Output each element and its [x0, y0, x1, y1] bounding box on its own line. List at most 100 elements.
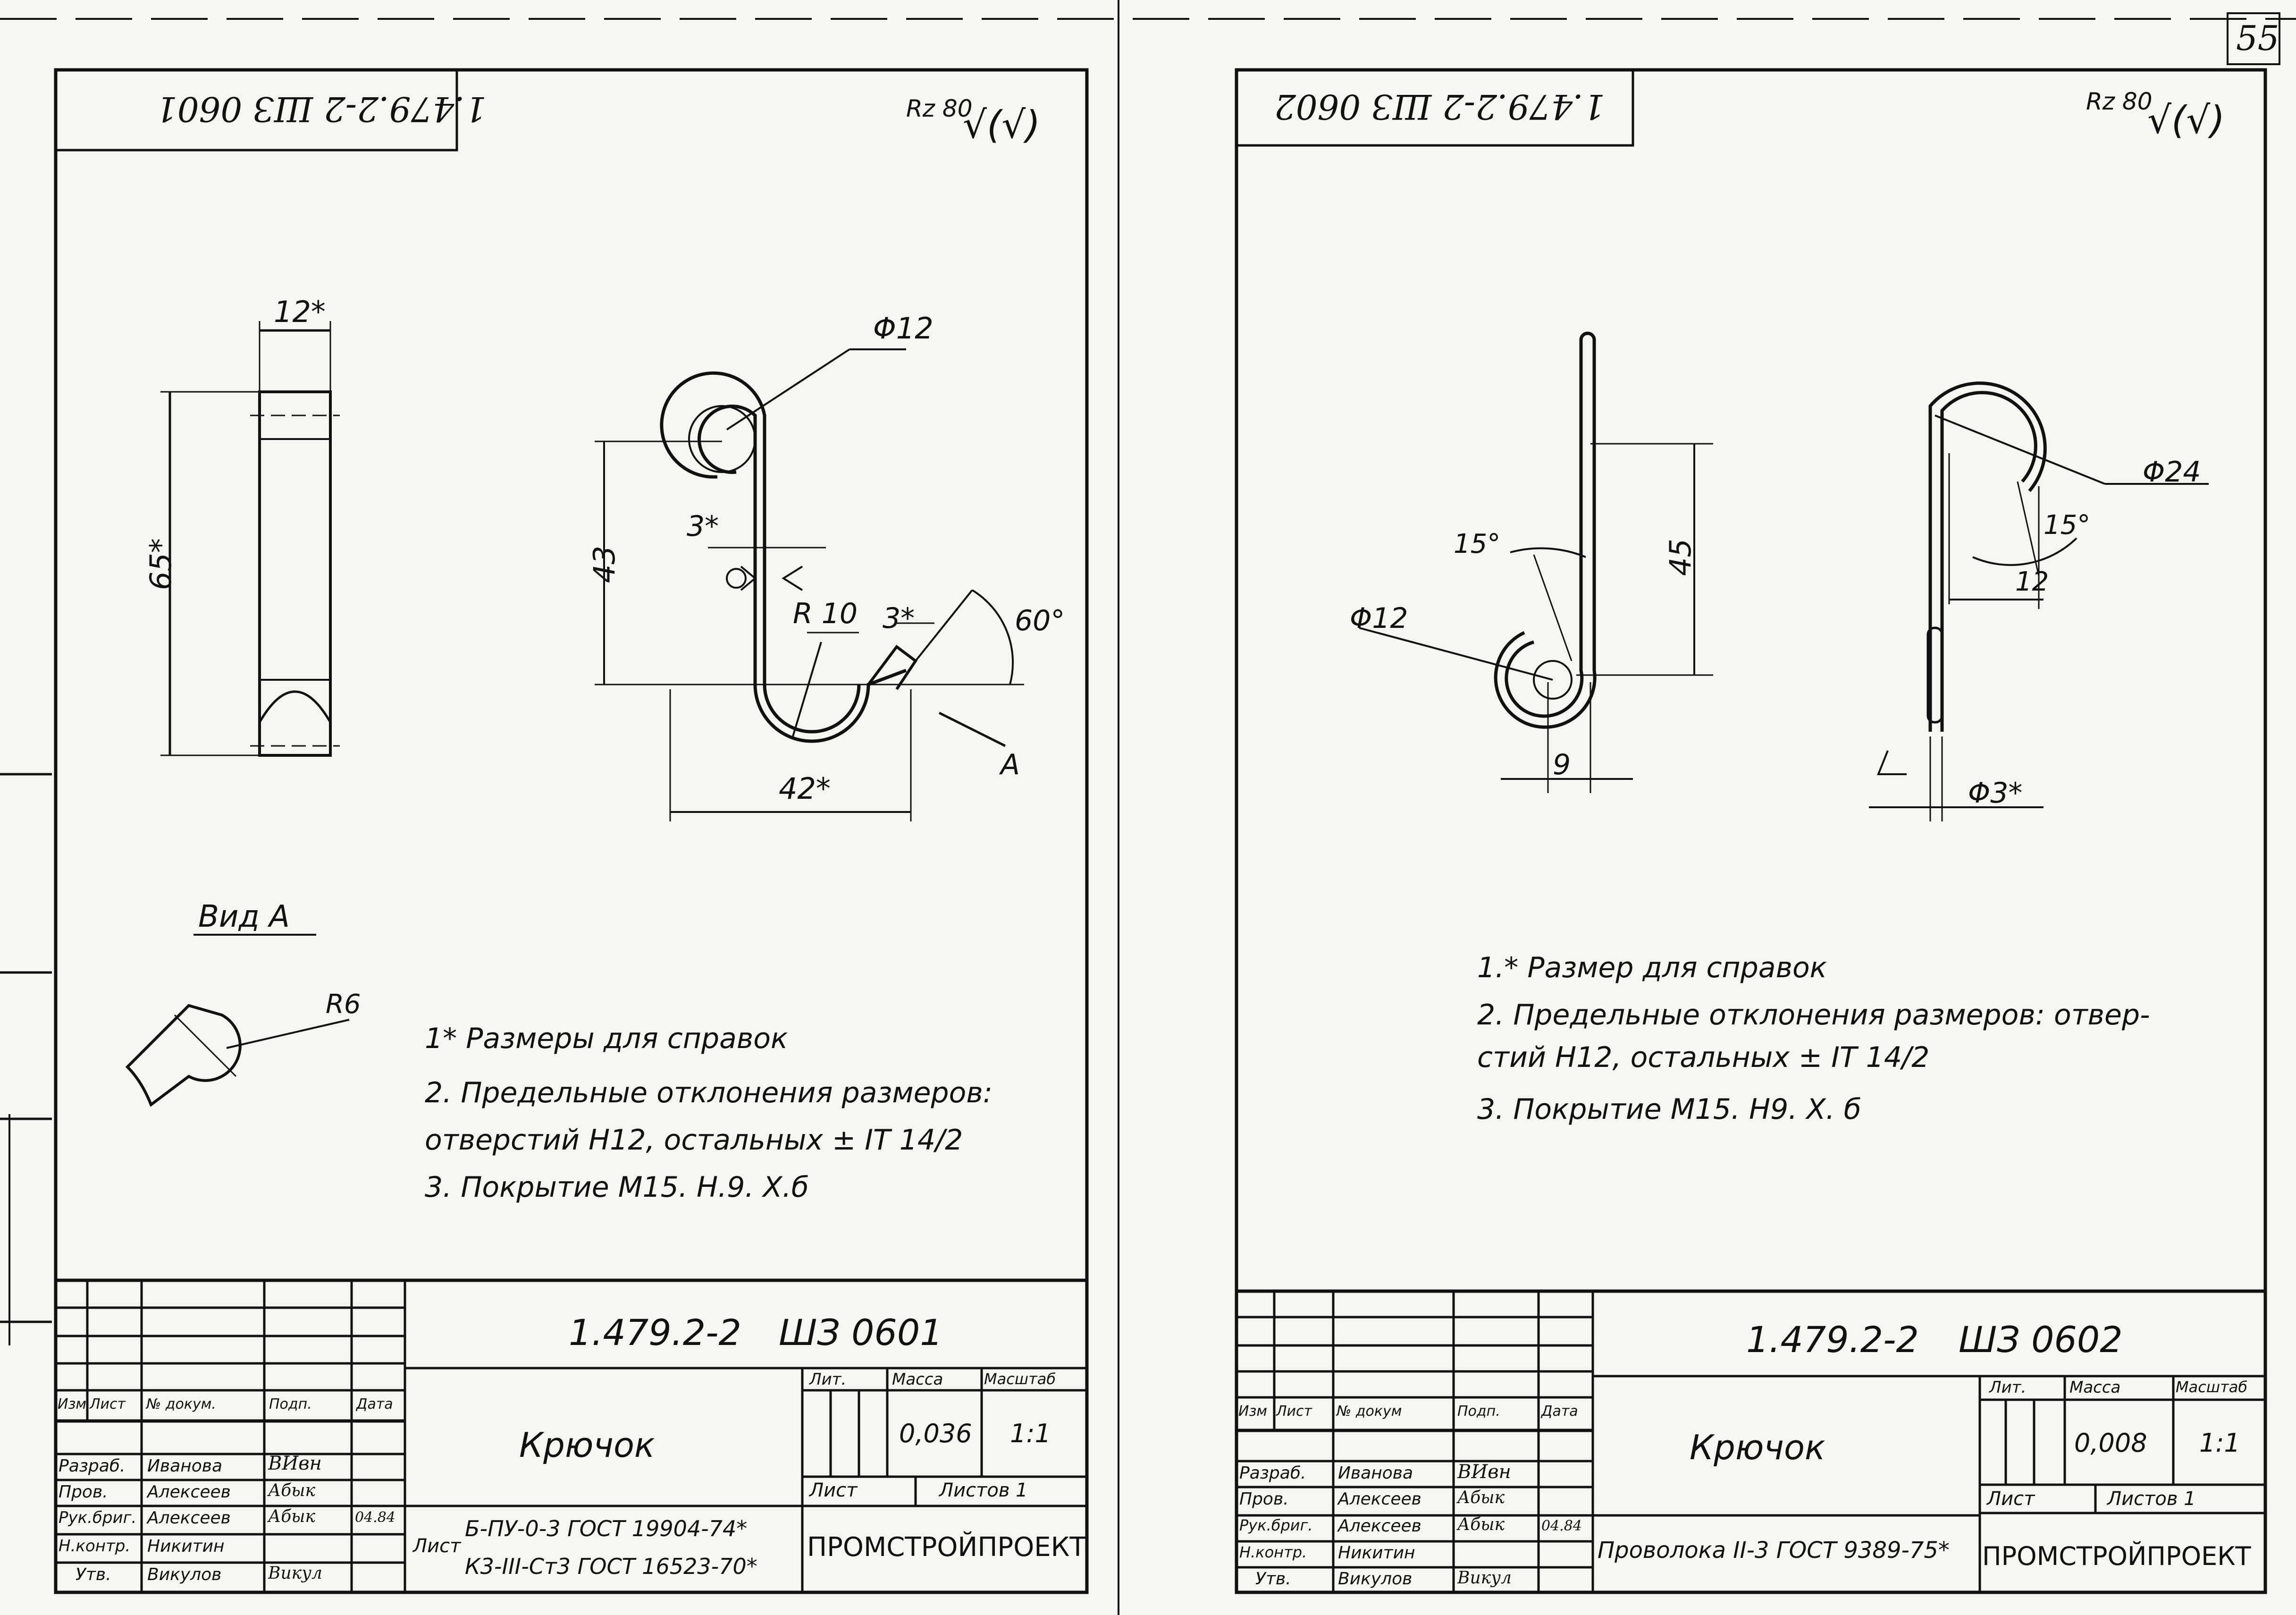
sheet1-signature-2: Абык: [268, 1481, 316, 1500]
sheet2-note-4: 3. Покрытие М15. Н9. Х. б: [1477, 1093, 1861, 1126]
sheet1-role-1: Разраб.: [59, 1456, 126, 1476]
dim-angle: 60°: [1015, 604, 1065, 637]
dim-big-hole: Φ24: [2143, 456, 2201, 489]
page-number: 55: [2236, 18, 2279, 58]
sheet2-name-3: Алексеев: [1338, 1516, 1421, 1536]
dim-big-angle: 15°: [2044, 510, 2091, 541]
sheet1-date: 04.84: [355, 1509, 395, 1526]
sheet2-signature-5: Викул: [1457, 1568, 1512, 1588]
dim-small-angle: 15°: [1454, 529, 1501, 559]
strip-side-view: [258, 390, 332, 757]
sheet1-name-3: Алексеев: [147, 1508, 231, 1528]
sheet1-scale-label: Масштаб: [984, 1370, 1056, 1388]
sheet1-signature-5: Викул: [268, 1564, 322, 1583]
sheet1-lit-label: Лит.: [809, 1370, 847, 1389]
sheet1-col-list: Лист: [90, 1396, 126, 1412]
wire-hook-small: [1494, 331, 1597, 729]
sheet2-col-date: Дата: [1541, 1403, 1578, 1420]
dim-length: 65*: [143, 538, 178, 590]
sheet1-sheet-code: ШЗ 0601: [779, 1311, 943, 1353]
sheet2-lit-label: Лит.: [1989, 1378, 2027, 1397]
sheet2-col-doc: № докум: [1337, 1403, 1402, 1420]
sheet1-note-4: 3. Покрытие М15. Н.9. Х.б: [425, 1171, 809, 1204]
sheet1-part-title: Крючок: [519, 1425, 655, 1465]
sheet2-material: Проволока II-3 ГОСТ 9389-75*: [1598, 1537, 1950, 1564]
sheet1-title-block: [54, 1278, 1089, 1594]
sheet1-role-2: Пров.: [59, 1482, 108, 1502]
sheet2-doc-code: 1.479.2-2: [1746, 1319, 1919, 1361]
sheet1-sheets-label: Листов 1: [939, 1480, 1028, 1501]
sheet1-role-5: Утв.: [76, 1565, 111, 1584]
sheet1-material-prefix: Лист: [413, 1535, 461, 1557]
sheet2-note-2: 2. Предельные отклонения размеров: отвер…: [1477, 998, 2150, 1032]
dim-gap-2: 12: [2015, 567, 2049, 597]
sheet2-mass: 0,008: [2074, 1428, 2147, 1458]
sheet1-name-1: Иванова: [147, 1456, 223, 1476]
page-number-box: [2227, 12, 2280, 65]
view-a-shape: [125, 1004, 242, 1107]
sheet2-name-5: Викулов: [1338, 1569, 1413, 1589]
sheet2-col-list: Лист: [1276, 1403, 1312, 1420]
sheet2-sheet-code: ШЗ 0602: [1959, 1319, 2123, 1361]
sheet1-col-doc: № докум.: [146, 1396, 216, 1412]
sheet2-role-2: Пров.: [1239, 1489, 1289, 1509]
sheet2-name-1: Иванова: [1338, 1463, 1413, 1483]
sheet1-note-3: отверстий H12, остальных ± IT 14/2: [425, 1124, 963, 1157]
dim-height: 43: [587, 546, 622, 583]
dim-gap: 3*: [687, 510, 719, 543]
sheet2-sheet-label: Лист: [1987, 1488, 2035, 1510]
sheet1-mass: 0,036: [899, 1419, 972, 1448]
sheet1-signature-3: Абык: [268, 1507, 316, 1526]
dim-wire: Φ3*: [1968, 777, 2023, 810]
view-a-arrow: [938, 711, 1006, 747]
view-a-title: Вид А: [198, 899, 290, 934]
sheet1-col-date: Дата: [356, 1396, 393, 1412]
view-a-radius: R6: [326, 989, 361, 1020]
sheet1-roughness: Rz 80: [906, 95, 973, 122]
dim-radius: R 10: [793, 597, 858, 630]
sheet1-stamp-box: [54, 68, 458, 152]
sheet2-roughness-mark: √(√): [2147, 98, 2225, 142]
sheet2-role-3: Рук.бриг.: [1239, 1516, 1313, 1534]
sheet2-mass-label: Масса: [2069, 1378, 2121, 1397]
sheet1-mirror-stamp: 1.479.2-2 ШЗ 0601: [156, 89, 487, 129]
sheet2-note-3: стий H12, остальных ± IT 14/2: [1477, 1041, 1930, 1074]
sheet2-mirror-stamp: 1.479.2-2 ШЗ 0602: [1274, 87, 1605, 127]
sheet2-col-sign: Подп.: [1457, 1403, 1500, 1420]
sheet2-name-4: Никитин: [1338, 1543, 1415, 1563]
sheet2-frame: [1235, 68, 2267, 1594]
sheet2-roughness: Rz 80: [2086, 88, 2153, 115]
sheet1-scale: 1:1: [1010, 1419, 1051, 1448]
sheet2-col-izm: Изм: [1238, 1403, 1268, 1420]
dim-width: 42*: [779, 771, 831, 806]
sheet1-material-1: Б-ПУ-0-3 ГОСТ 19904-74*: [465, 1516, 748, 1541]
dim-thickness: 12*: [274, 295, 326, 329]
sheet2-scale-label: Масштаб: [2176, 1378, 2248, 1396]
sheet1-col-sign: Подп.: [269, 1396, 312, 1412]
sheet1-sheet-label: Лист: [809, 1480, 858, 1501]
dim-hole: Φ12: [873, 311, 934, 346]
dim-small-hole: Φ12: [1350, 602, 1408, 635]
sheet1-name-4: Никитин: [147, 1537, 225, 1556]
sheet2-signature-3: Абык: [1457, 1515, 1505, 1534]
wire-hook-large: [1928, 381, 2047, 732]
view-a-label: A: [1001, 748, 1020, 781]
sheet2-part-title: Крючок: [1690, 1428, 1825, 1467]
sheet1-roughness-mark: √(√): [963, 103, 1041, 147]
sheet2-signature-2: Абык: [1457, 1488, 1505, 1507]
sheet1-doc-code: 1.479.2-2: [569, 1311, 741, 1353]
sheet1-mass-label: Масса: [892, 1370, 943, 1389]
sheet2-title-block: [1235, 1289, 2267, 1594]
sheet1-material-2: К3-III-Ст3 ГОСТ 16523-70*: [465, 1554, 757, 1579]
sheet2-role-4: Н.контр.: [1239, 1543, 1307, 1561]
sheet1-name-5: Викулов: [147, 1565, 222, 1584]
sheet1-note-1: 1* Размеры для справок: [425, 1022, 788, 1055]
sheet2-stamp-box: [1235, 68, 1634, 147]
sheet2-note-1: 1.* Размер для справок: [1477, 951, 1827, 984]
sheet1-col-izm: Изм: [58, 1396, 87, 1412]
sheet2-org: ПРОМСТРОЙПРОЕКТ: [1982, 1541, 2251, 1571]
s-hook-outline: [660, 371, 907, 743]
sheet1-note-2: 2. Предельные отклонения размеров:: [425, 1076, 992, 1109]
sheet2-role-1: Разраб.: [1239, 1463, 1306, 1483]
